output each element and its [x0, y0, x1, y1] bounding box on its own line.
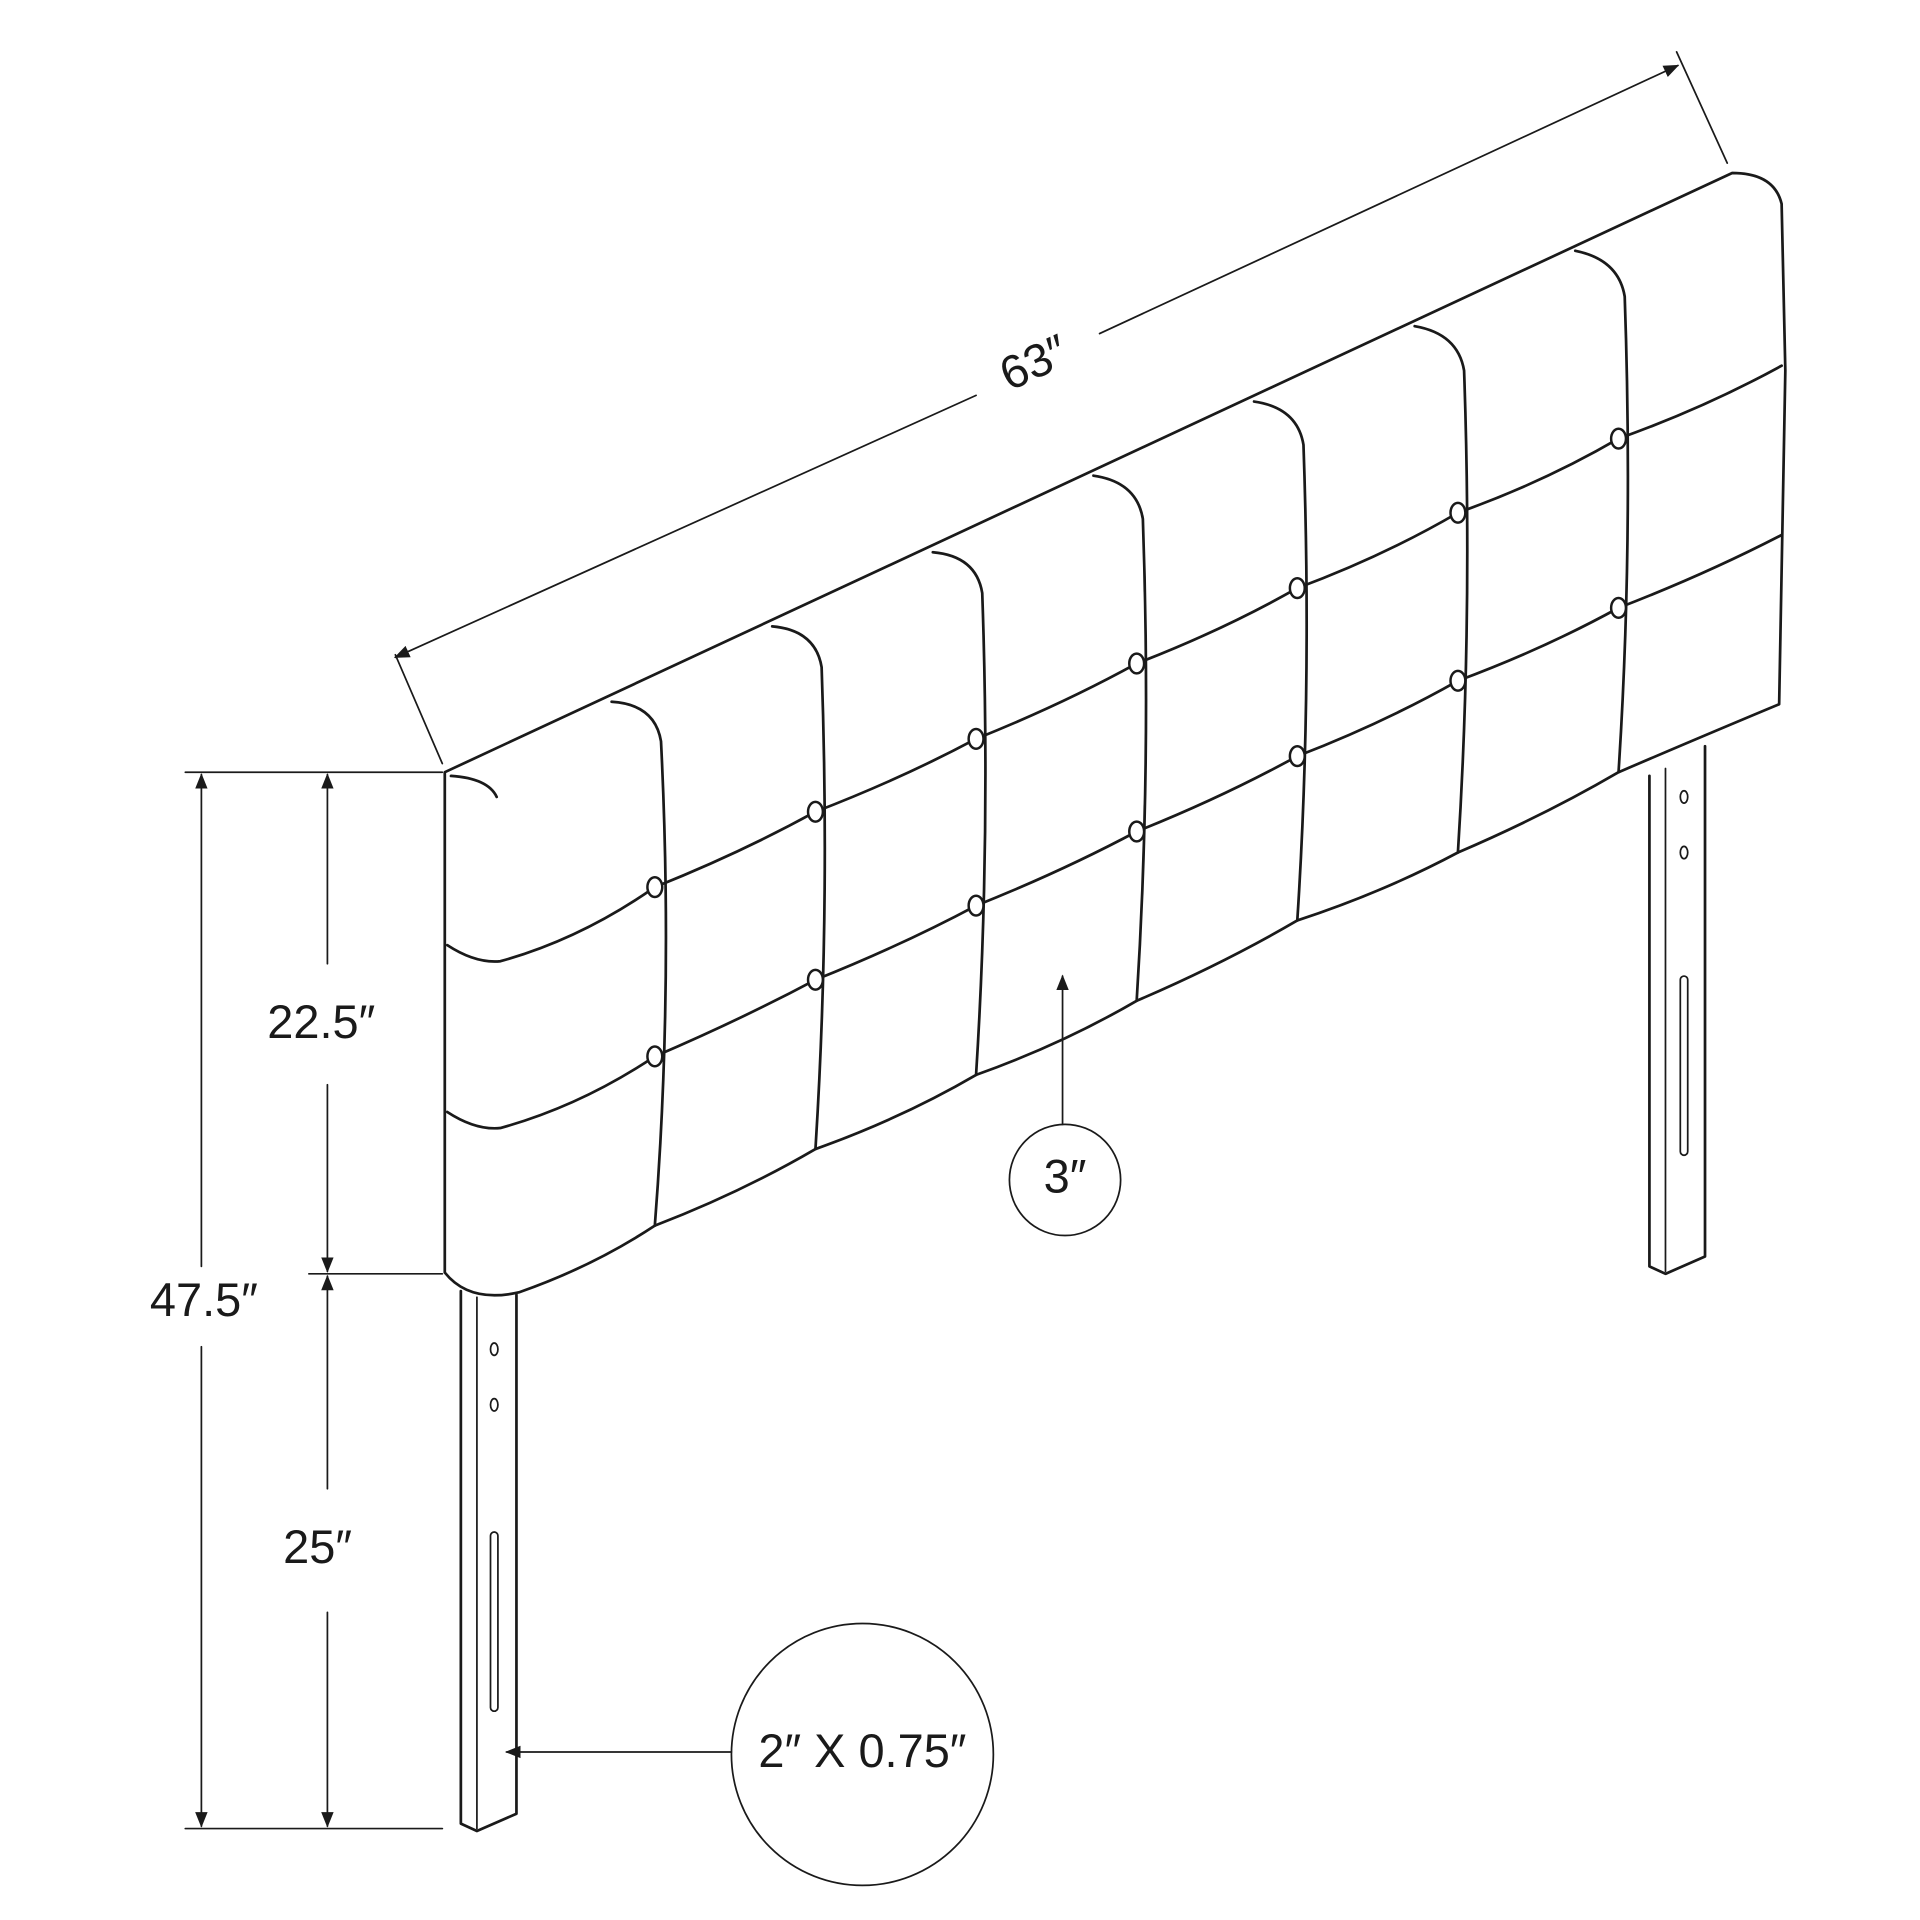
tuft-button: [967, 894, 985, 917]
tuft-button: [646, 1045, 664, 1068]
tuft-buttons: [646, 427, 1628, 1068]
tuft-button: [1288, 576, 1306, 600]
total-height-label: 47.5″: [150, 1274, 258, 1326]
tuft-button: [1128, 652, 1146, 675]
right-leg: [1648, 744, 1707, 1276]
thickness-label: 3″: [1044, 1150, 1087, 1202]
tuft-button: [646, 875, 664, 899]
tuft-button: [1609, 427, 1628, 450]
leg-size-label: 2″ X 0.75″: [758, 1725, 966, 1777]
tuft-button: [1288, 745, 1306, 768]
tuft-button: [1128, 820, 1146, 843]
tuft-button: [806, 800, 825, 823]
tuft-button: [806, 968, 825, 991]
width-label: 63″: [992, 324, 1076, 400]
tuft-button: [1449, 501, 1467, 524]
leg-size-callout: 2″ X 0.75″: [505, 1622, 995, 1887]
left-leg: [459, 1289, 518, 1833]
tuft-seams-horizontal: [445, 364, 1783, 1130]
tuft-button: [967, 727, 985, 750]
thickness-callout: 3″: [1008, 974, 1122, 1237]
headboard-height-label: 22.5″: [267, 996, 375, 1048]
tuft-seams-vertical: [610, 249, 1630, 1227]
headboard: [443, 171, 1787, 1297]
height-dimensions: 47.5″ 22.5″ 25″: [150, 771, 444, 1830]
tuft-button: [1449, 669, 1467, 692]
tuft-button: [1609, 596, 1628, 619]
leg-height-label: 25″: [283, 1521, 352, 1573]
